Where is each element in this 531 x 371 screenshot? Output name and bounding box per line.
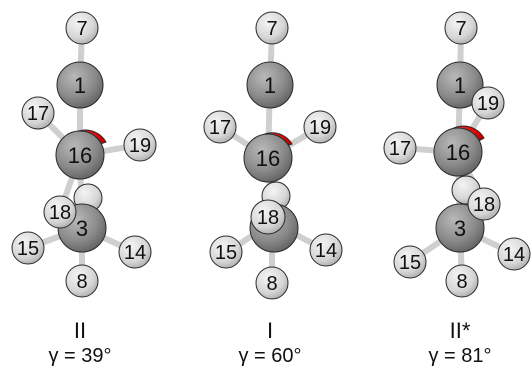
- caption-I: I γ = 60°: [195, 318, 345, 368]
- atom-label-7: 7: [455, 18, 466, 40]
- hydrogen-atom-17: [21, 96, 55, 130]
- hydrogen-atom-19: [303, 110, 337, 144]
- atom-label-14: 14: [315, 240, 337, 262]
- hydrogen-atom-15: [393, 245, 427, 279]
- panel-II-star: 7 1 19 17 16 3 18 15 14 8: [383, 11, 531, 298]
- angle-value: γ = 39°: [48, 345, 112, 367]
- hydrogen-atom-8: [65, 264, 99, 298]
- hydrogen-atom-7: [444, 11, 478, 45]
- atom-label-8: 8: [456, 271, 467, 293]
- atom-label-19: 19: [477, 93, 499, 115]
- atom-label-17: 17: [27, 103, 49, 125]
- hydrogen-atom-7: [65, 11, 99, 45]
- hydrogen-atom-14: [309, 233, 343, 267]
- caption-II-star: II* γ = 81°: [385, 318, 531, 368]
- atom-label-19: 19: [129, 135, 151, 157]
- hydrogen-atom-7: [255, 11, 289, 45]
- carbon-atom-3: [435, 203, 485, 253]
- atom-label-14: 14: [503, 244, 525, 266]
- hydrogen-atom-19: [471, 86, 505, 120]
- atom-label-8: 8: [266, 273, 277, 295]
- panel-I: 7 1 17 19 16 18 15 14 8: [203, 11, 343, 300]
- angle-value: γ = 81°: [428, 345, 492, 367]
- carbon-atom-16: [55, 130, 105, 180]
- atom-label-16: 16: [446, 140, 470, 165]
- carbon-atom-16: [433, 127, 483, 177]
- hydrogen-atom-18: [250, 199, 286, 235]
- hydrogen-atom-15: [11, 231, 45, 265]
- caption-II: II γ = 39°: [5, 318, 155, 368]
- conformer-label: II*: [449, 318, 471, 343]
- atom-label-15: 15: [17, 238, 39, 260]
- hydrogen-atom-18: [43, 195, 77, 229]
- hydrogen-atom-15: [209, 235, 243, 269]
- atom-label-17: 17: [209, 117, 231, 139]
- atom-label-3: 3: [454, 216, 466, 241]
- conformer-label: II: [73, 318, 87, 343]
- atom-label-18: 18: [473, 194, 495, 216]
- atom-label-1: 1: [264, 73, 276, 98]
- carbon-atom-1: [436, 61, 484, 109]
- atom-label-16: 16: [256, 146, 280, 171]
- atom-label-1: 1: [74, 73, 86, 98]
- atom-label-7: 7: [266, 18, 277, 40]
- atom-label-14: 14: [124, 242, 146, 264]
- hydrogen-atom-17: [383, 131, 417, 165]
- atom-label-1: 1: [454, 73, 466, 98]
- atom-label-19: 19: [309, 117, 331, 139]
- carbon-atom-1: [56, 61, 104, 109]
- hydrogen-atom-14: [118, 235, 152, 269]
- atom-label-16: 16: [68, 143, 92, 168]
- atom-label-15: 15: [215, 242, 237, 264]
- atom-label-8: 8: [76, 271, 87, 293]
- panel-II: 7 1 17 19 16 3 18 15 14 8: [11, 11, 157, 298]
- atom-label-17: 17: [389, 138, 411, 160]
- hydrogen-atom-17: [203, 110, 237, 144]
- atom-label-7: 7: [76, 18, 87, 40]
- carbon-atom-1: [246, 61, 294, 109]
- atom-label-15: 15: [399, 252, 421, 274]
- carbon-atom-16: [243, 133, 293, 183]
- conformer-label: I: [266, 318, 274, 343]
- hydrogen-atom-8: [445, 264, 479, 298]
- hydrogen-atom-14: [497, 237, 531, 271]
- atom-label-3: 3: [76, 216, 88, 241]
- atom-label-18: 18: [257, 207, 279, 229]
- hydrogen-atom-19: [123, 128, 157, 162]
- hydrogen-atom-8: [255, 266, 289, 300]
- atom-label-18: 18: [49, 202, 71, 224]
- hydrogen-atom-18: [467, 187, 501, 221]
- angle-value: γ = 60°: [238, 345, 302, 367]
